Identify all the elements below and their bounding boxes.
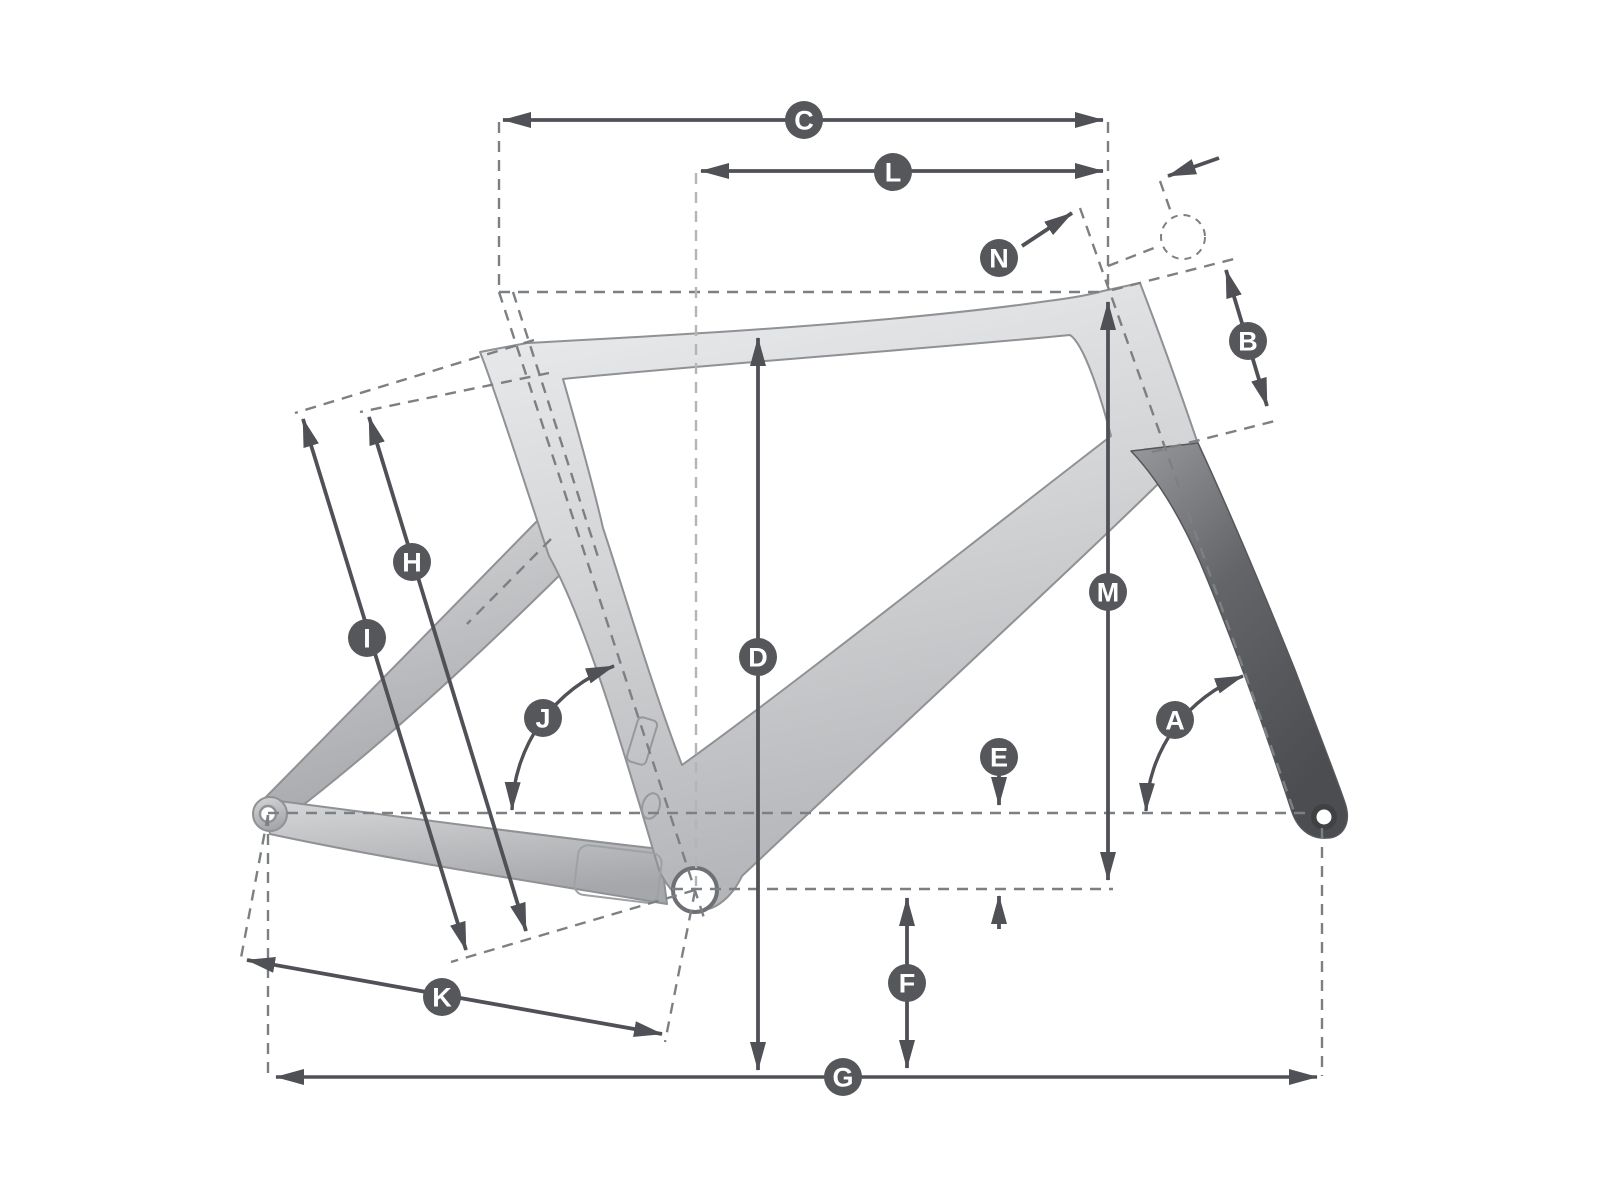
dim-stem-pointer: [1167, 156, 1220, 178]
front-triangle: [479, 282, 1199, 911]
dim-J-arc: [504, 664, 615, 811]
dimension-badge-L: L: [874, 153, 912, 191]
badge-circle: [888, 964, 926, 1002]
ref-bar-clamp-axis: [1158, 180, 1174, 216]
badge-letter: F: [899, 969, 916, 999]
fork: [1130, 442, 1348, 839]
dimension-badge-I: I: [348, 619, 386, 657]
dimension-lines: [246, 112, 1318, 1085]
badge-letter: B: [1238, 327, 1258, 357]
dimension-badge-J: J: [524, 699, 562, 737]
bike-frame: [252, 282, 1348, 914]
dimension-badges: A B C D E F G H I J K L M N: [348, 101, 1267, 1096]
dimension-badge-D: D: [739, 638, 777, 676]
ref-bar-clamp-circle: [1160, 214, 1206, 260]
badge-letter: C: [794, 106, 814, 136]
ref-ext-k-right: [663, 890, 697, 1043]
badge-circle: [1156, 701, 1194, 739]
badge-circle: [980, 738, 1018, 776]
badge-circle: [524, 699, 562, 737]
ref-seattube-axis-2: [511, 291, 601, 561]
badge-letter: I: [363, 624, 371, 654]
reference-lines: [238, 122, 1324, 1076]
badge-circle: [1229, 322, 1267, 360]
dimension-badge-B: B: [1229, 322, 1267, 360]
badge-circle: [348, 619, 386, 657]
ref-ext-i-top: [294, 338, 535, 415]
dim-H: [367, 416, 528, 932]
badge-letter: J: [535, 704, 550, 734]
badge-letter: H: [402, 548, 422, 578]
dimension-badge-K: K: [423, 978, 461, 1016]
dimension-badge-E: E: [980, 738, 1018, 776]
ref-ext-b-bottom: [1151, 418, 1280, 454]
badge-circle: [980, 239, 1018, 277]
ref-seattube-axis: [497, 291, 708, 925]
dimension-badge-A: A: [1156, 701, 1194, 739]
badge-letter: E: [990, 743, 1008, 773]
badge-letter: K: [432, 983, 452, 1013]
badge-letter: A: [1165, 706, 1185, 736]
ref-ext-b-top: [1111, 257, 1235, 292]
chain-stay: [263, 798, 668, 905]
badge-circle: [824, 1058, 862, 1096]
dimension-badge-C: C: [785, 101, 823, 139]
dimension-badge-F: F: [888, 964, 926, 1002]
badge-letter: D: [748, 643, 768, 673]
badge-circle: [874, 153, 912, 191]
ref-steering-axis: [1078, 207, 1298, 818]
ref-ext-h-top: [359, 371, 550, 414]
badge-letter: L: [885, 158, 902, 188]
badge-circle: [393, 543, 431, 581]
dimension-badge-N: N: [980, 239, 1018, 277]
dimension-badge-H: H: [393, 543, 431, 581]
dim-N-pointer: [1020, 211, 1074, 248]
badge-circle: [1089, 573, 1127, 611]
badge-letter: N: [989, 244, 1009, 274]
badge-letter: M: [1097, 578, 1120, 608]
ref-stem-top-edge: [1107, 244, 1160, 268]
ref-ext-bb-perp: [450, 888, 696, 964]
ref-ext-k-left: [238, 814, 270, 964]
dimension-badge-G: G: [824, 1058, 862, 1096]
badge-circle: [423, 978, 461, 1016]
badge-circle: [739, 638, 777, 676]
front-axle: [1316, 809, 1332, 825]
dim-A-arc: [1139, 674, 1244, 812]
badge-letter: G: [832, 1063, 853, 1093]
dimension-badge-M: M: [1089, 573, 1127, 611]
frame-details: [573, 716, 663, 904]
badge-circle: [785, 101, 823, 139]
